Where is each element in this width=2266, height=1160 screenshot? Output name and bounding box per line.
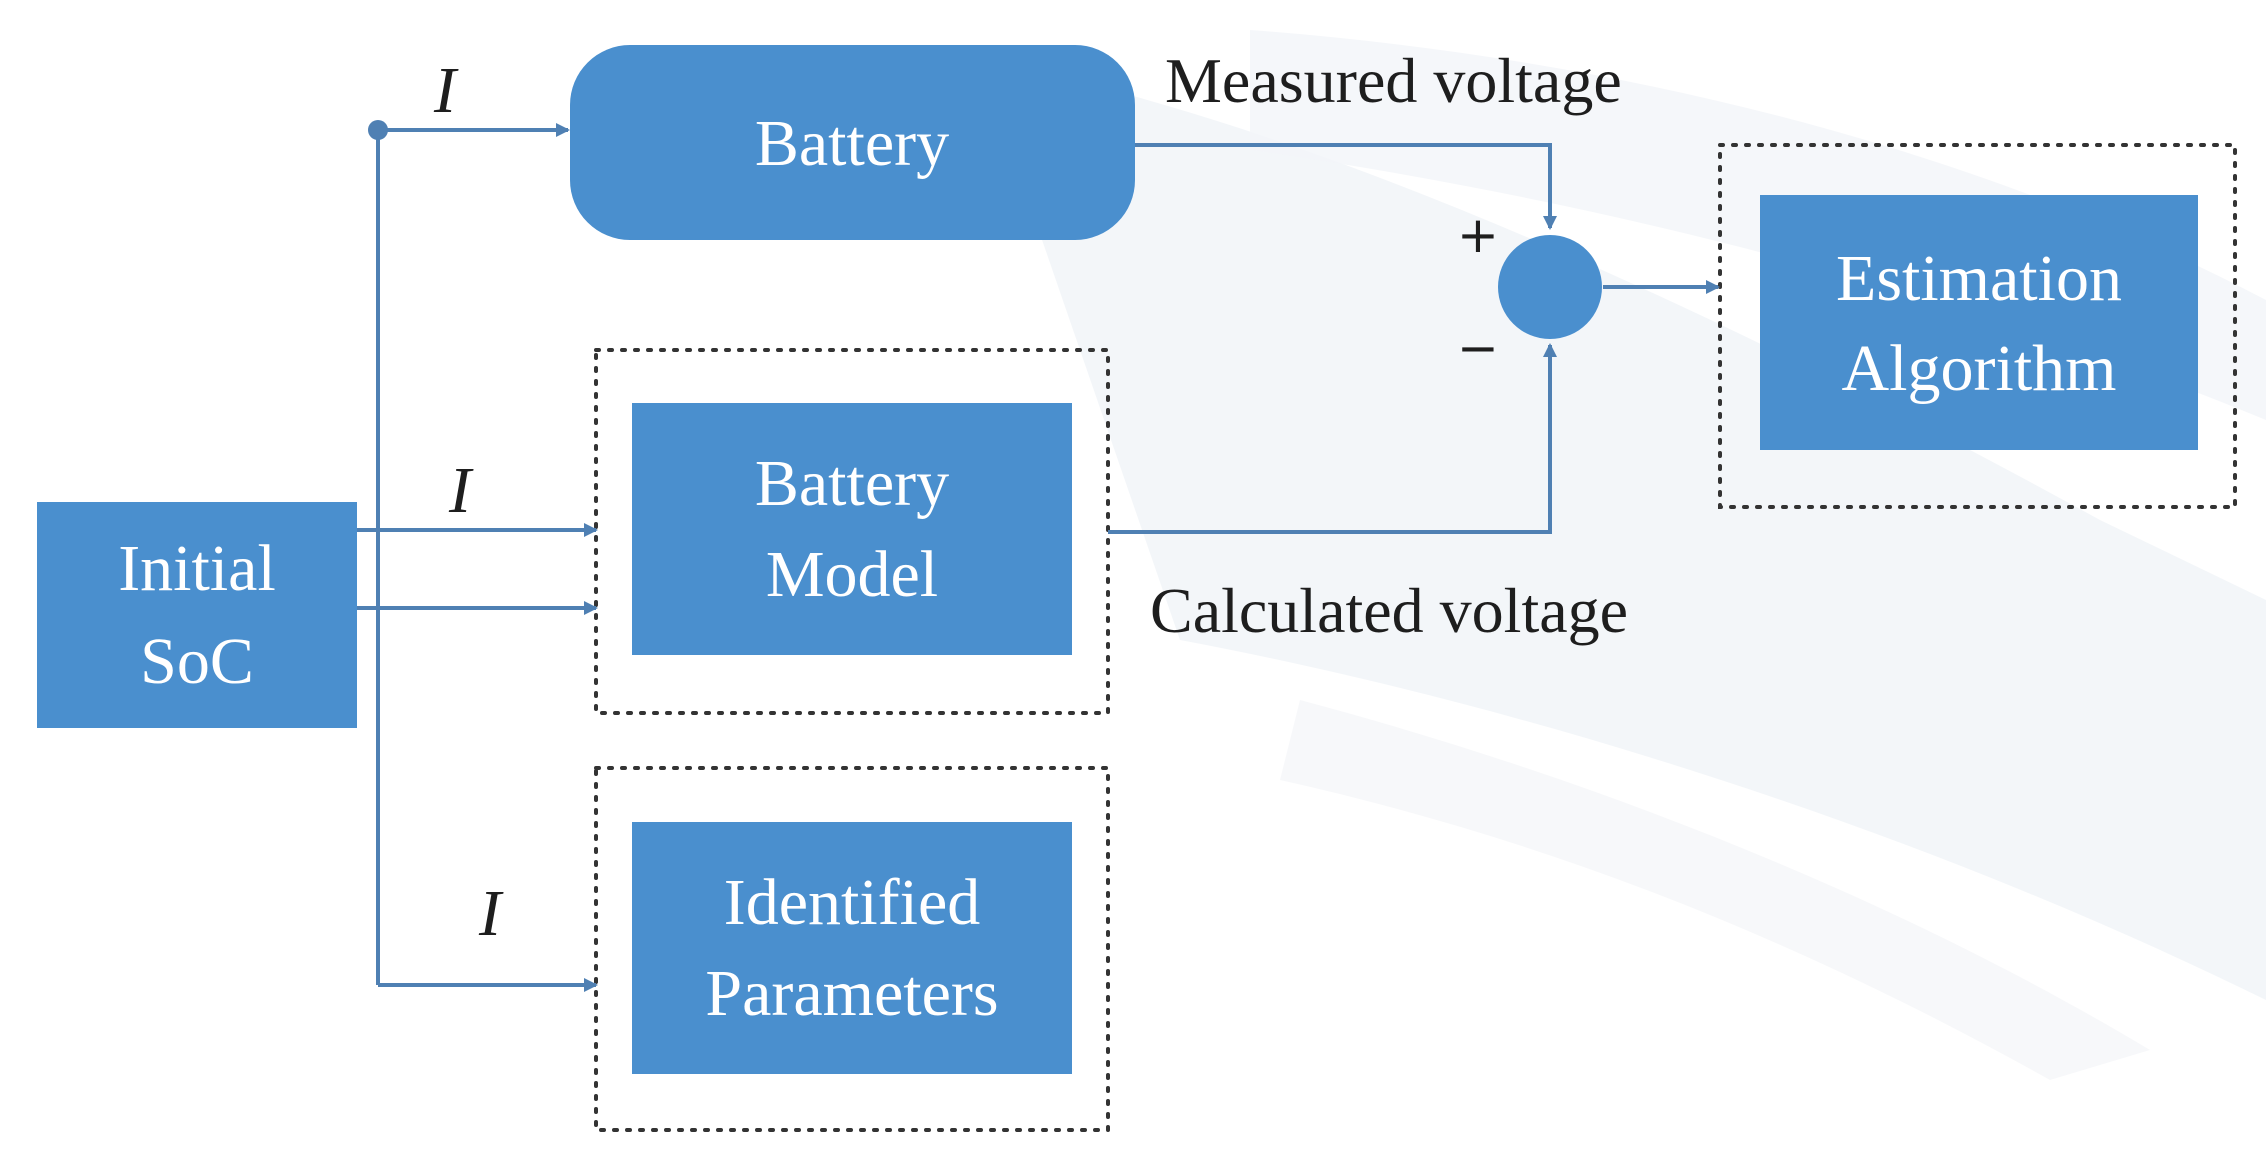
- estimation-algorithm-frame: [1718, 143, 2237, 509]
- battery-model-line-2: Model: [766, 538, 938, 611]
- battery-model-line-1: Battery: [755, 447, 949, 520]
- battery-model-block: Battery Model: [632, 403, 1072, 655]
- junction-dot: [368, 120, 388, 140]
- current-label-model: I: [448, 454, 474, 527]
- summing-junction: [1498, 235, 1602, 339]
- estimation-algorithm-line-2: Algorithm: [1842, 332, 2117, 405]
- identified-parameters-frame: [594, 766, 1110, 1132]
- battery-label: Battery: [755, 107, 949, 180]
- identified-parameters-block: Identified Parameters: [632, 822, 1072, 1074]
- background-wash: [980, 30, 2266, 1080]
- estimation-algorithm-block: Estimation Algorithm: [1760, 195, 2198, 450]
- calculated-voltage-label: Calculated voltage: [1150, 575, 1628, 646]
- battery-block: Battery: [570, 45, 1135, 240]
- minus-sign: −: [1457, 319, 1499, 377]
- signal-wires: [355, 123, 1720, 992]
- plus-sign: +: [1457, 206, 1499, 264]
- identified-parameters-line-1: Identified: [724, 866, 981, 939]
- estimation-algorithm-line-1: Estimation: [1836, 242, 2122, 315]
- initial-soc-block: Initial SoC: [37, 502, 357, 728]
- identified-parameters-line-2: Parameters: [705, 957, 998, 1030]
- current-label-parameters: I: [478, 877, 504, 950]
- measured-voltage-label: Measured voltage: [1165, 45, 1622, 116]
- current-label-battery: I: [433, 54, 459, 127]
- initial-soc-line-2: SoC: [140, 625, 254, 698]
- initial-soc-line-1: Initial: [118, 532, 276, 605]
